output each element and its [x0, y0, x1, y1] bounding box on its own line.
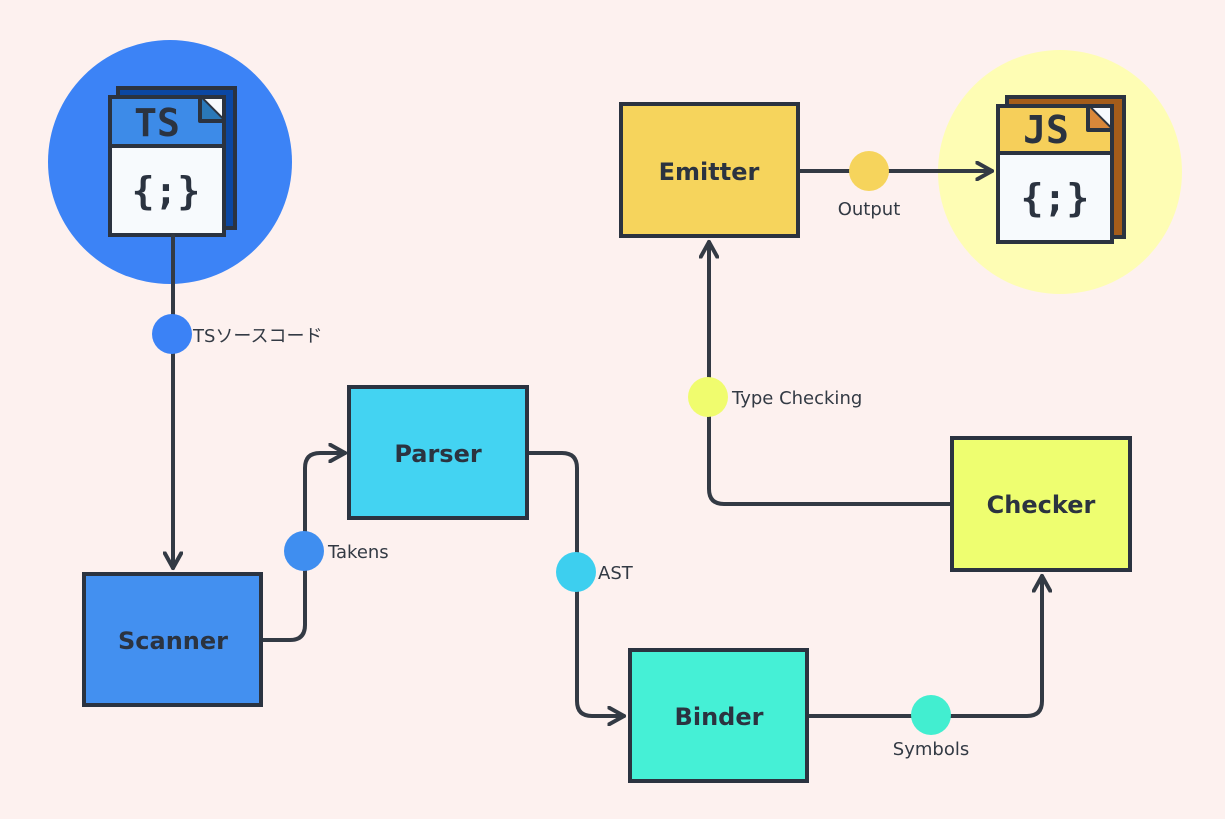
js-output-file: JS {;} [938, 50, 1182, 294]
edge-dot-output [849, 151, 889, 191]
node-scanner[interactable]: Scanner [82, 572, 263, 707]
edge-binder-to-checker [806, 574, 1042, 718]
edge-label-ast: AST [598, 563, 634, 584]
node-emitter-box [619, 102, 800, 238]
js-doc-fold-icon [1086, 106, 1112, 132]
js-doc-code: {;} [1021, 176, 1090, 220]
edge-dot-tokens [284, 531, 324, 571]
node-parser-label: Parser [394, 440, 482, 468]
node-scanner-box [82, 572, 263, 707]
edge-dot-source [152, 314, 192, 354]
node-checker-box [950, 436, 1132, 572]
ts-doc-header [108, 95, 226, 148]
node-parser-box [347, 385, 529, 520]
edge-label-symbols: Symbols [893, 739, 969, 760]
edge-label-source: TSソースコード [192, 326, 323, 347]
node-emitter[interactable]: Emitter [619, 102, 800, 238]
node-binder[interactable]: Binder [628, 648, 809, 783]
ts-doc-title: TS [134, 101, 180, 145]
ts-doc-code: {;} [132, 169, 201, 213]
edge-dot-symbols [911, 695, 951, 735]
edge-checker-to-emitter [709, 240, 953, 506]
node-checker[interactable]: Checker [950, 436, 1132, 572]
edge-label-type-checking: Type Checking [731, 388, 862, 409]
edge-label-tokens: Takens [327, 542, 389, 563]
edge-label-output: Output [838, 199, 901, 220]
node-checker-label: Checker [987, 491, 1096, 519]
ts-doc-fold-icon [198, 97, 224, 123]
node-parser[interactable]: Parser [347, 385, 529, 520]
node-binder-label: Binder [675, 703, 764, 731]
node-scanner-label: Scanner [118, 627, 228, 655]
edge-dot-type-checking [688, 377, 728, 417]
node-emitter-label: Emitter [659, 158, 760, 186]
js-doc-header [996, 104, 1114, 155]
ts-source-file: TS {;} [48, 40, 292, 284]
edge-dot-ast [556, 552, 596, 592]
node-binder-box [628, 648, 809, 783]
js-doc-title: JS [1023, 108, 1069, 152]
